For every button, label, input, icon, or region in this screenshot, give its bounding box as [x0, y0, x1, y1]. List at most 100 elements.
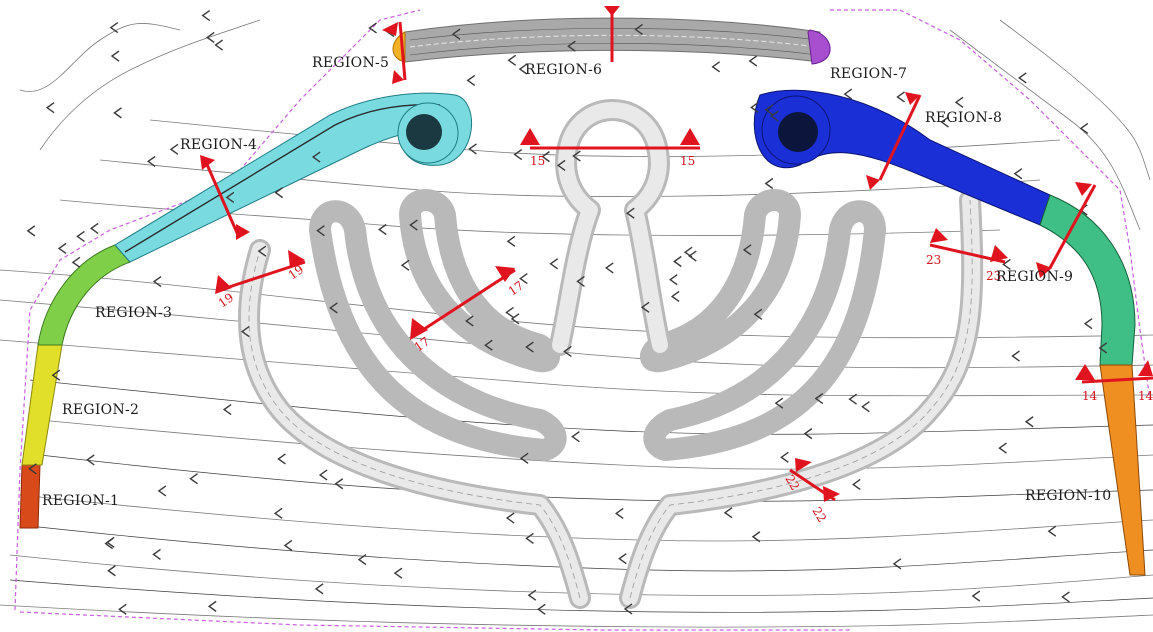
section-17-line: [414, 268, 516, 337]
chevron-marker: [742, 244, 752, 256]
chevron-marker: [393, 567, 403, 579]
chevron-marker: [780, 451, 789, 463]
chevron-marker: [851, 478, 861, 491]
chevron-marker: [971, 590, 981, 602]
chevron-marker: [506, 235, 516, 247]
chevron-marker: [640, 301, 650, 313]
chevron-marker: [311, 151, 321, 163]
chevron-marker: [152, 548, 161, 560]
chevron-marker: [774, 397, 784, 409]
region-10-label: REGION-10: [1025, 488, 1111, 504]
region-2-label: REGION-2: [62, 402, 139, 418]
chevron-marker: [770, 110, 779, 122]
chevron-marker: [896, 91, 905, 103]
section-23-marker-left: [930, 228, 948, 243]
chevron-marker: [329, 302, 338, 314]
chevron-marker: [76, 230, 85, 242]
chevron-marker: [378, 223, 387, 236]
chevron-marker: [525, 341, 534, 353]
chevron-marker: [169, 143, 179, 155]
chevron-marker: [556, 159, 566, 171]
chevron-marker: [51, 369, 61, 381]
chevron-marker: [277, 453, 286, 465]
chevron-marker: [892, 558, 902, 570]
region-6-label: REGION-6: [525, 62, 602, 78]
chevron-marker: [206, 31, 215, 44]
chevron-marker: [368, 22, 377, 34]
chevron-marker: [505, 512, 515, 524]
contour-lines: [0, 19, 1153, 628]
region-labels: REGION-1 REGION-2 REGION-3 REGION-4 REGI…: [42, 55, 1111, 509]
region-5-label: REGION-5: [312, 55, 389, 71]
section-cut-lines: 15 15 17 17 19 19 22 22 23 23 14 14: [200, 6, 1153, 525]
region-3-label: REGION-3: [95, 305, 172, 321]
chevron-marker: [527, 589, 537, 601]
region-8-cul-de-sac: [778, 112, 818, 152]
chevron-marker: [1083, 318, 1093, 330]
chevron-marker: [152, 275, 162, 288]
section-22-label-bottom: 22: [809, 505, 829, 525]
chevron-marker: [1047, 525, 1057, 537]
property-boundary-line: [14, 9, 1151, 631]
chevron-marker: [110, 50, 120, 62]
chevron-marker: [507, 54, 517, 66]
section-15-label-left: 15: [530, 154, 545, 168]
chevron-marker: [104, 538, 114, 550]
chevron-marker: [465, 315, 474, 327]
section-15-label-right: 15: [680, 154, 695, 168]
chevron-marker: [274, 187, 284, 199]
chevron-marker: [257, 245, 267, 257]
chevron-marker: [505, 306, 514, 319]
section-14-label-right: 14: [1138, 389, 1153, 403]
section-14-line: [1081, 376, 1153, 384]
chevron-marker: [26, 225, 36, 237]
section-19-marker-right: [288, 250, 305, 268]
chevron-marker: [466, 74, 476, 86]
chevron-marker: [525, 532, 534, 544]
section-14-marker-right: [1138, 360, 1153, 376]
region-7-label: REGION-7: [830, 66, 907, 82]
chevron-marker: [572, 150, 581, 162]
section-15-marker-left: [520, 128, 540, 145]
chevron-marker: [748, 55, 758, 67]
chevron-marker: [668, 274, 678, 286]
chevron-marker: [513, 148, 523, 161]
chevron-marker: [571, 431, 580, 443]
chevron-marker: [1018, 72, 1027, 84]
chevron-marker: [848, 393, 858, 405]
chevron-marker: [451, 28, 461, 40]
chevron-marker: [28, 463, 37, 475]
chevron-marker: [510, 313, 520, 325]
chevron-marker: [107, 565, 116, 577]
chevron-marker: [861, 401, 870, 413]
chevron-marker: [563, 345, 572, 358]
chevron-marker: [764, 177, 774, 190]
chevron-marker: [519, 273, 528, 285]
chevron-marker: [673, 255, 682, 268]
chevron-marker: [764, 104, 774, 116]
chevron-marker: [334, 478, 344, 490]
section-22-marker-top: [795, 458, 812, 472]
menorah-road-network: [237, 99, 984, 609]
chevron-marker: [940, 116, 949, 128]
chevron-marker: [318, 469, 328, 481]
chevron-marker: [314, 583, 324, 595]
section-15-marker-right: [680, 128, 700, 145]
chevron-marker: [711, 61, 721, 73]
chevron-marker: [541, 151, 550, 163]
right-road-chain: [753, 89, 1146, 576]
section-14-label-left: 14: [1082, 389, 1098, 403]
chevron-marker: [283, 539, 293, 552]
chevron-marker: [843, 88, 853, 100]
region-1-label: REGION-1: [42, 493, 119, 509]
chevron-marker: [683, 246, 693, 258]
chevron-marker: [86, 454, 95, 466]
section-17-marker-left: [410, 318, 428, 340]
chevron-marker: [567, 40, 576, 52]
region-5-cut-line: [398, 21, 407, 81]
chevron-marker: [518, 63, 528, 75]
chevron-marker: [118, 603, 127, 615]
chevron-marker: [803, 428, 813, 440]
chevron-marker: [1098, 342, 1108, 354]
chevron-marker: [753, 308, 763, 320]
